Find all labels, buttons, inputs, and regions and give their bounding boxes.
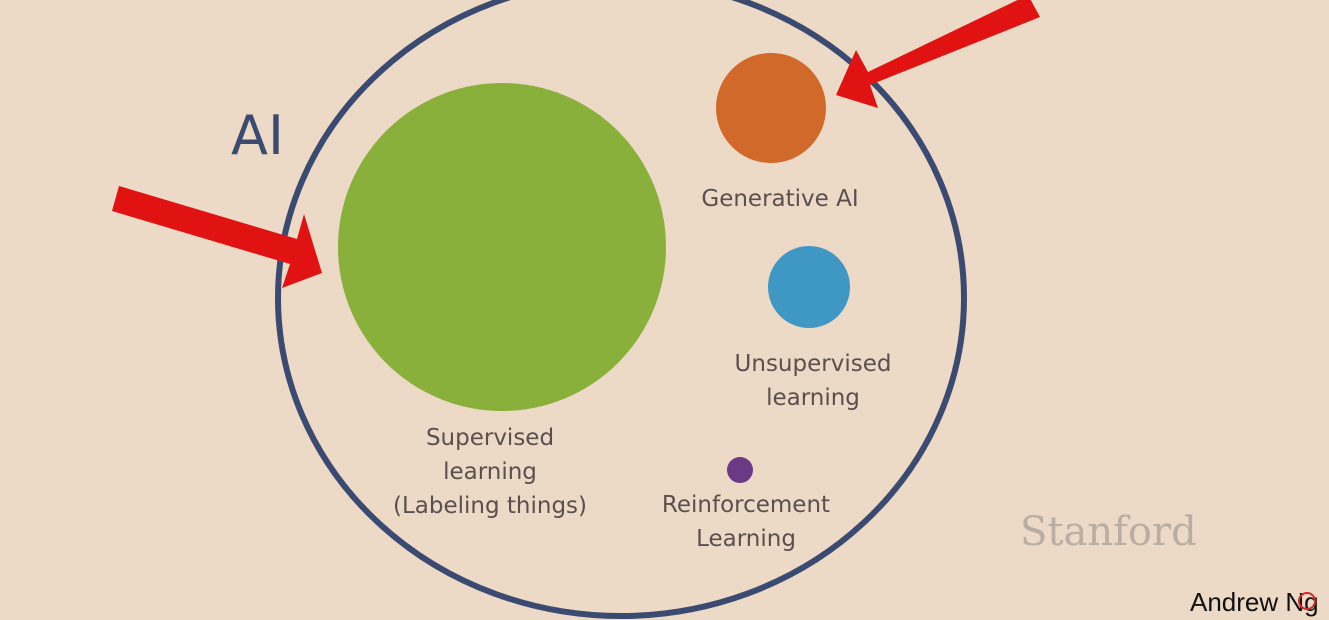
presenter-name: Andrew Ng: [1190, 587, 1319, 617]
generative-ai-label: Generative AI: [701, 186, 859, 212]
record-icon: [1298, 592, 1316, 610]
diagram-title: AI: [231, 104, 284, 167]
reinforcement-learning-label: Reinforcement Learning: [661, 492, 831, 552]
generative-ai-circle: [716, 53, 826, 163]
supervised-learning-label: Supervised learning (Labeling things): [392, 425, 588, 519]
reinforcement-learning-circle: [727, 457, 753, 483]
supervised-learning-circle: [338, 83, 666, 411]
ai-outer-circle: [275, 0, 967, 619]
stanford-watermark: Stanford: [1020, 509, 1197, 555]
arrow-to-supervised-icon: [112, 186, 322, 288]
unsupervised-learning-circle: [768, 246, 850, 328]
unsupervised-learning-label: Unsupervised learning: [734, 351, 892, 411]
arrow-to-generative-icon: [836, 0, 1040, 108]
